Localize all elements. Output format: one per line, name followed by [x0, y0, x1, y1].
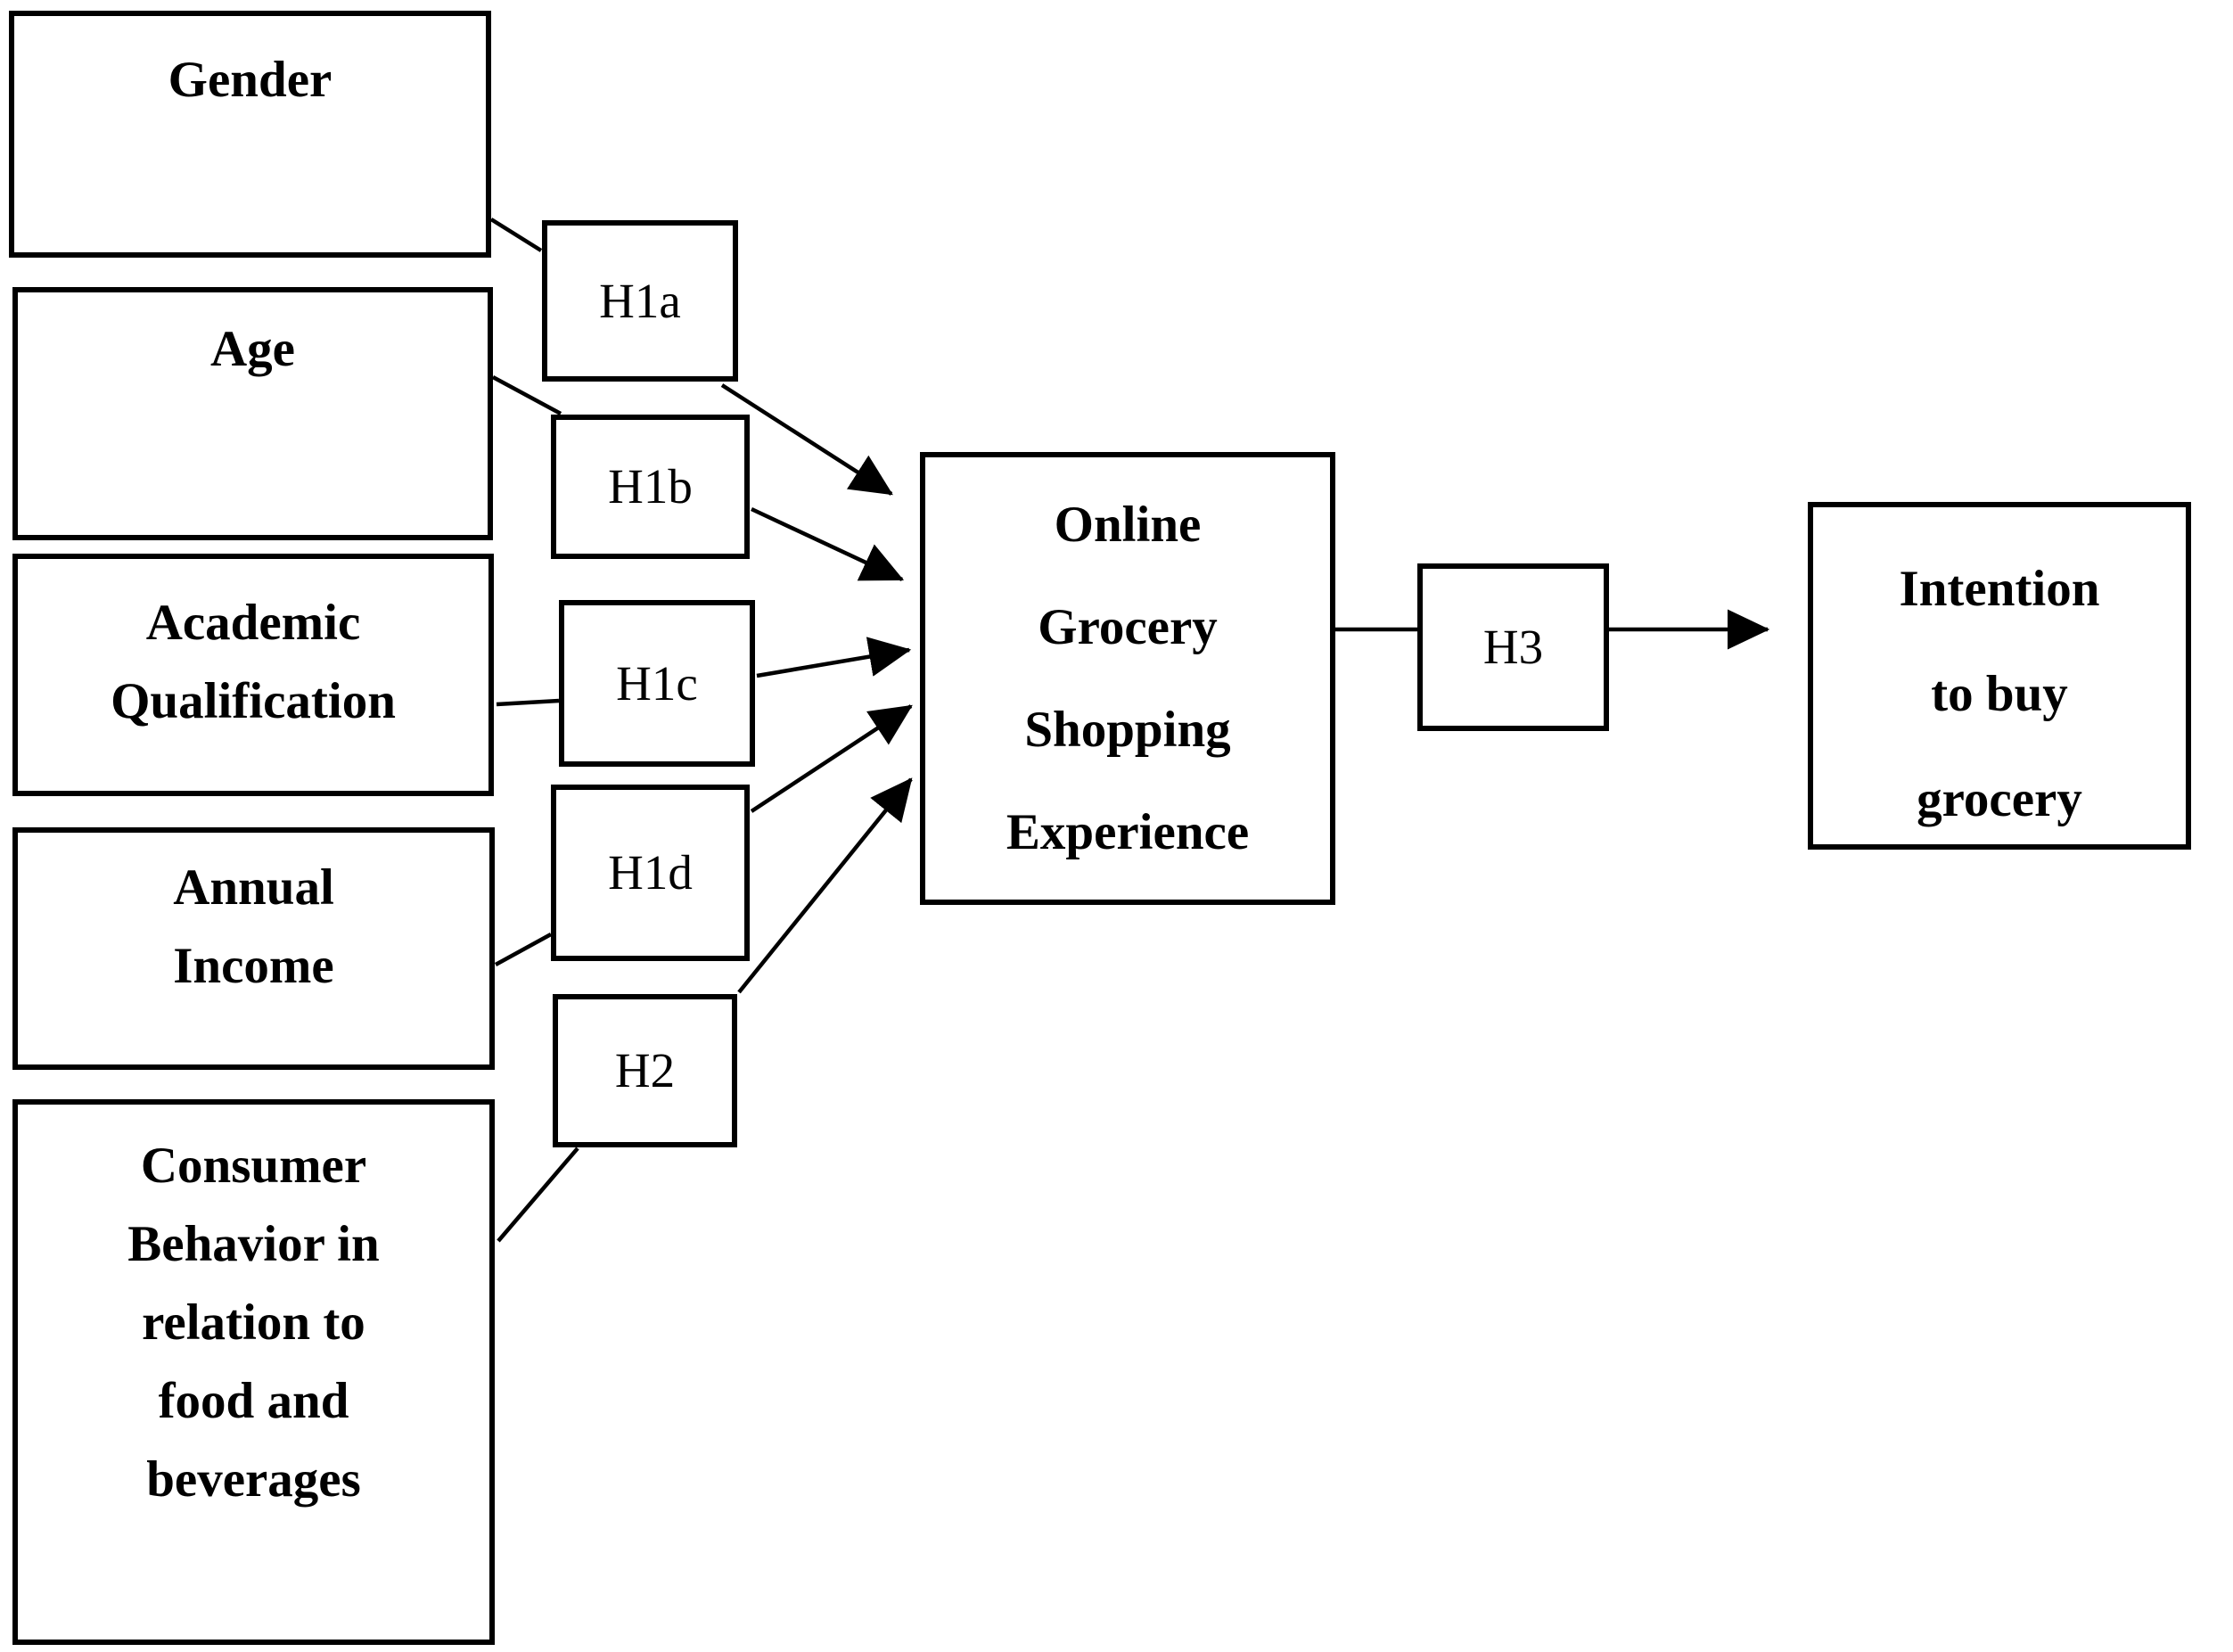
edge-h1c-to-central — [756, 637, 912, 678]
node-consumer-behavior-label: Consumer Behavior in relation to food an… — [127, 1138, 380, 1508]
node-hypothesis-h1b-label: H1b — [608, 459, 693, 514]
node-hypothesis-h3-label: H3 — [1482, 620, 1544, 674]
node-intention-to-buy-grocery: Intention to buy grocery — [1808, 502, 2191, 850]
node-hypothesis-h3: H3 — [1417, 563, 1609, 731]
node-hypothesis-h2: H2 — [553, 994, 737, 1147]
node-gender-label: Gender — [168, 52, 332, 108]
node-hypothesis-h1a: H1a — [542, 220, 738, 382]
node-hypothesis-h1b: H1b — [551, 415, 750, 559]
edge-academic-to-h1c — [496, 698, 560, 707]
node-age-label: Age — [210, 321, 295, 377]
node-consumer-behavior: Consumer Behavior in relation to food an… — [12, 1099, 495, 1645]
node-intention-to-buy-grocery-label: Intention to buy grocery — [1899, 561, 2100, 827]
node-academic-qualification: Academic Qualification — [12, 554, 494, 796]
node-annual-income: Annual Income — [12, 827, 495, 1070]
node-academic-qualification-label: Academic Qualification — [111, 595, 396, 729]
node-annual-income-label: Annual Income — [173, 859, 334, 994]
node-hypothesis-h1c: H1c — [559, 600, 755, 767]
node-age: Age — [12, 287, 493, 540]
node-hypothesis-h1a-label: H1a — [599, 273, 681, 328]
edge-h1d-to-central — [750, 704, 913, 813]
edge-h2-to-central — [737, 777, 913, 994]
edge-gender-to-h1a — [489, 218, 543, 252]
edge-annual-to-h1d — [494, 933, 553, 966]
node-hypothesis-h2-label: H2 — [614, 1043, 676, 1097]
edge-consumer-to-h2 — [497, 1147, 579, 1243]
node-online-grocery-shopping-experience-label: Online Grocery Shopping Experience — [1006, 497, 1250, 860]
node-hypothesis-h1c-label: H1c — [616, 655, 698, 711]
node-online-grocery-shopping-experience: Online Grocery Shopping Experience — [920, 452, 1335, 905]
edge-age-to-h1b — [491, 375, 562, 415]
node-hypothesis-h1d: H1d — [551, 785, 750, 961]
node-hypothesis-h1d-label: H1d — [608, 845, 693, 900]
node-gender: Gender — [9, 11, 491, 258]
edge-h1b-to-central — [751, 506, 905, 582]
